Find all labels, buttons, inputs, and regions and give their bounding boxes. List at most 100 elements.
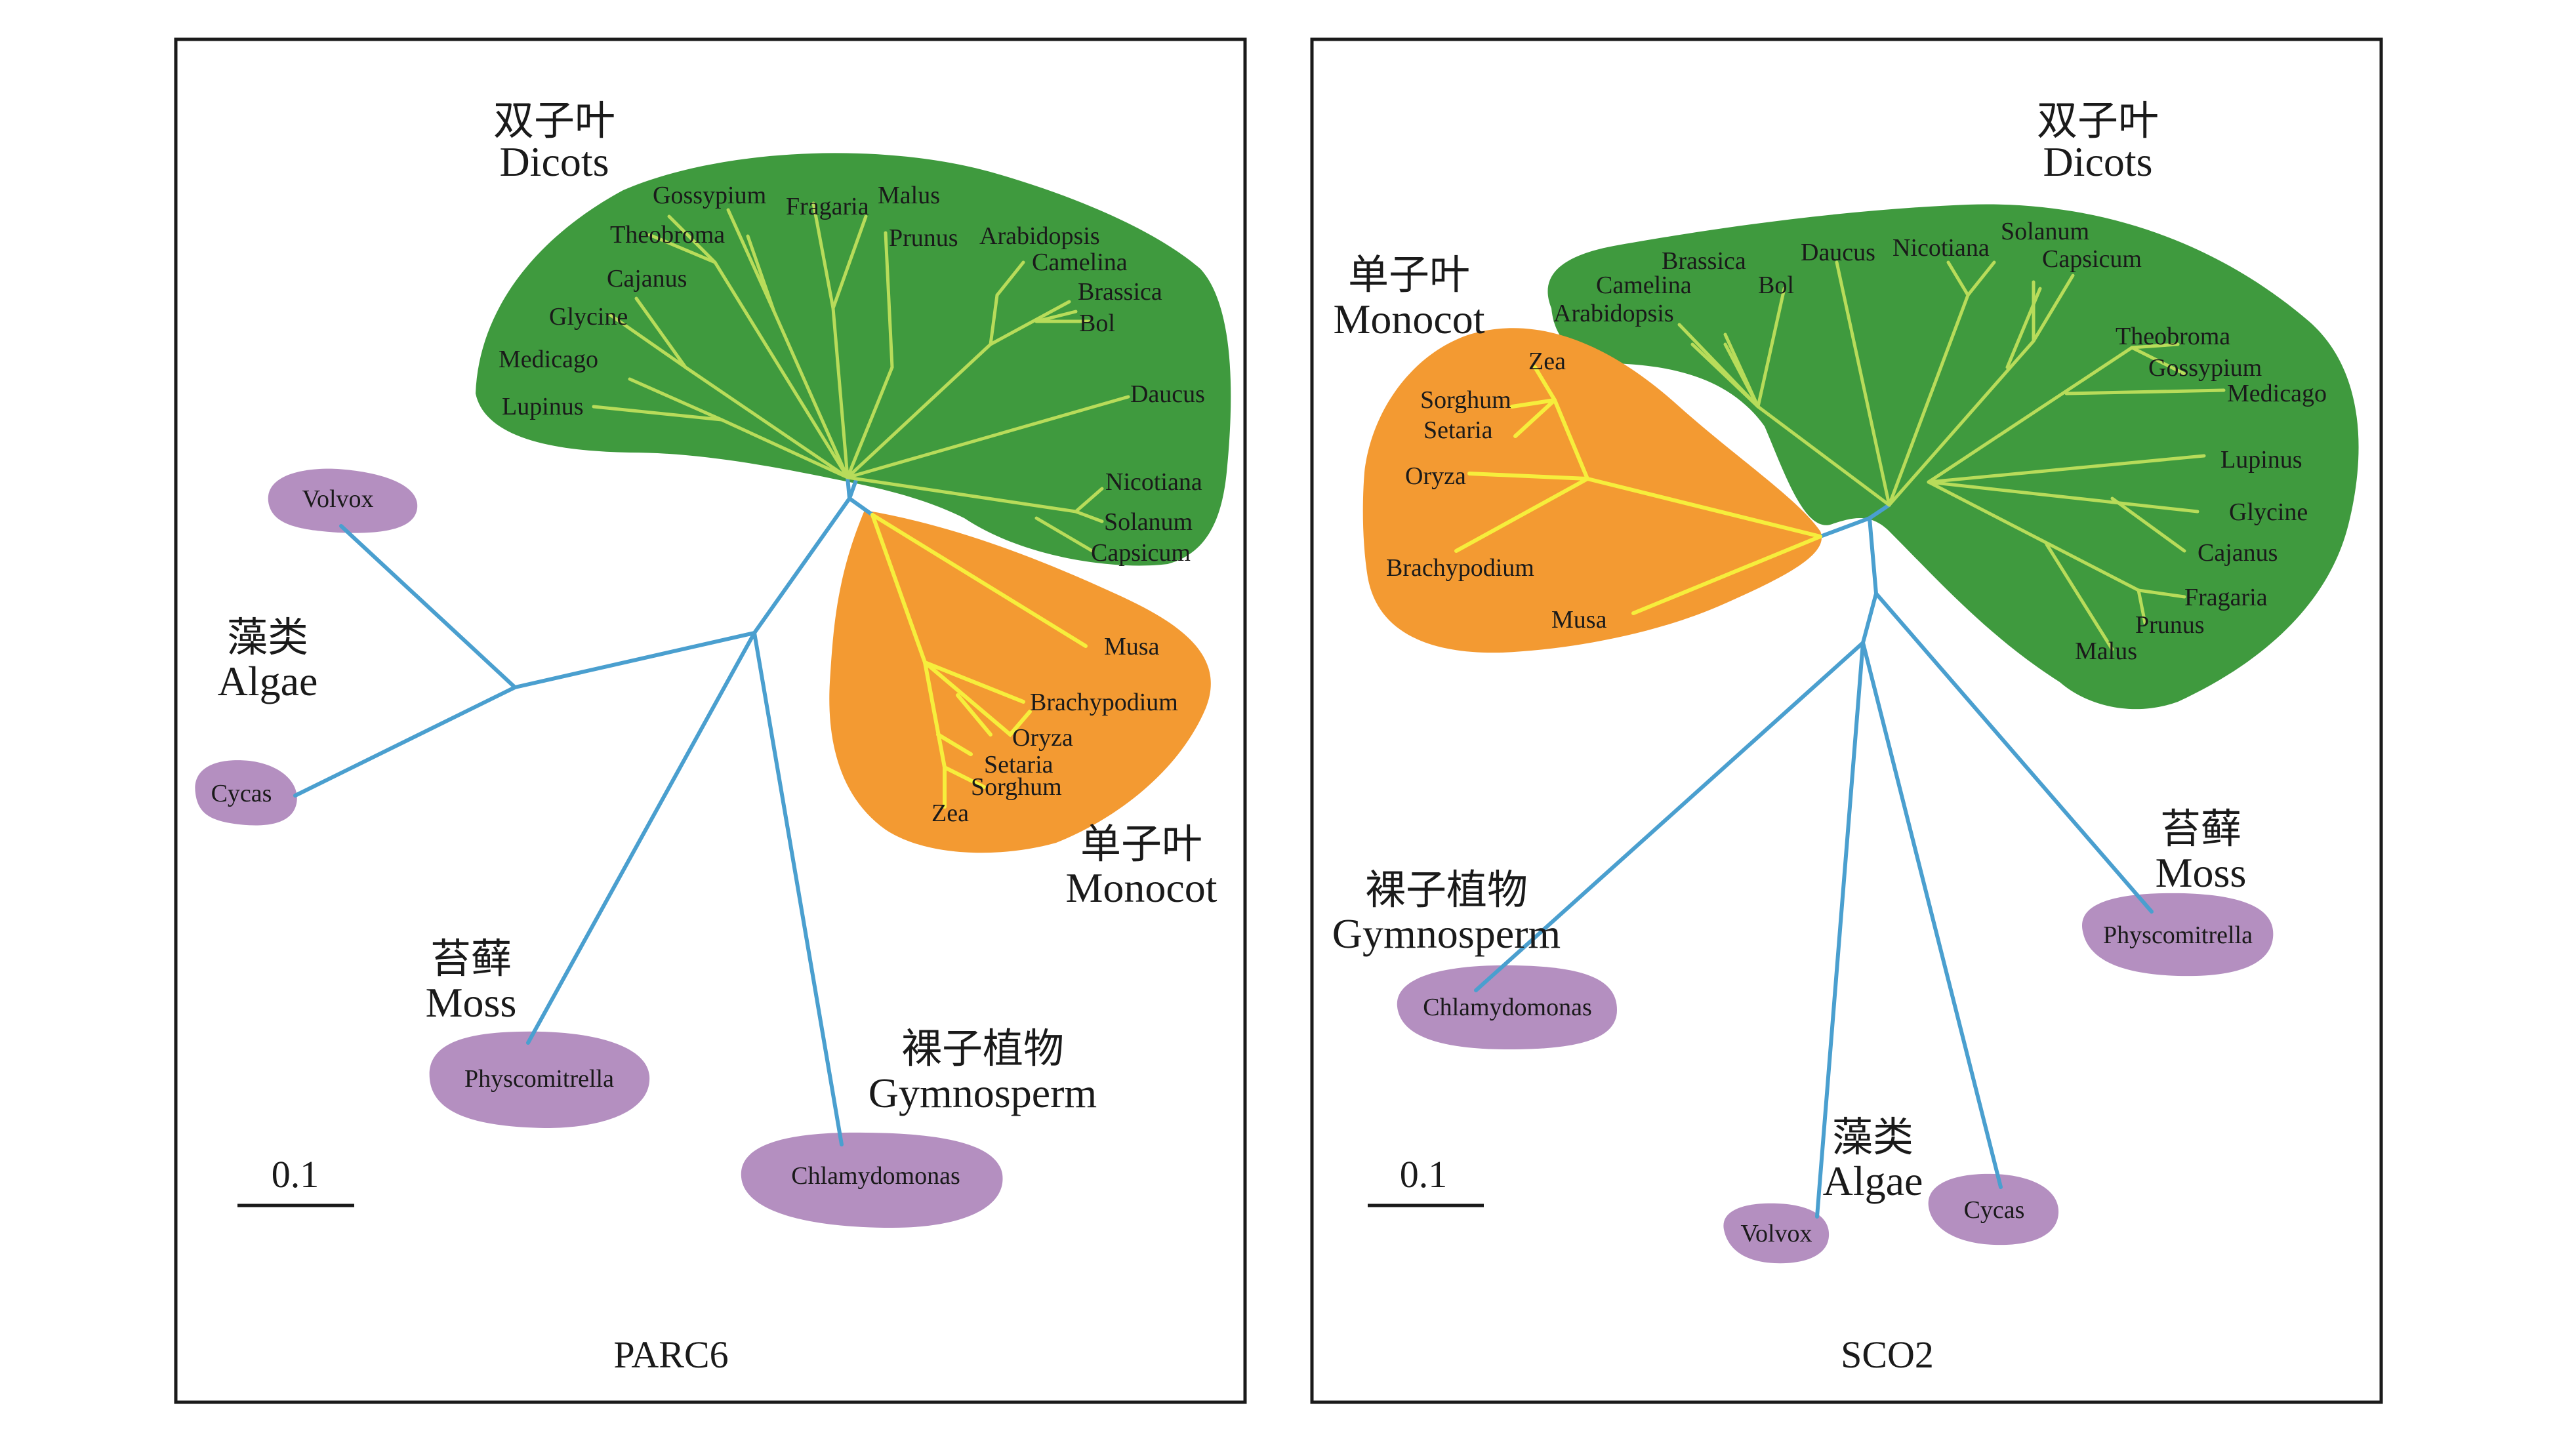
label-gymno-zh: 裸子植物 [1365, 868, 1528, 913]
leaf-label: Daucus [1801, 239, 1875, 266]
dicot-branches [1677, 260, 2226, 651]
label-monocot-zh: 单子叶 [1080, 822, 1202, 867]
scale-bar-label: 0.1 [1400, 1153, 1448, 1196]
leaf-label: Bol [1758, 272, 1794, 299]
label-monocot-zh: 单子叶 [1348, 253, 1470, 298]
leaf-label: Oryza [1405, 462, 1466, 490]
leaf-label: Musa [1551, 606, 1607, 634]
label-monocot-en: Monocot [1333, 296, 1484, 342]
leaf-label: Prunus [889, 224, 958, 252]
panel-parc6: 0.1 双子叶 Dicots 单子叶 Monocot 藻类 Algae 苔藓 M… [174, 37, 1247, 1404]
leaf-label: Brassica [1662, 247, 1746, 275]
label-dicots-en: Dicots [2043, 138, 2152, 185]
leaf-label: Brachypodium [1030, 689, 1178, 716]
label-algae-zh: 藻类 [227, 616, 308, 660]
panel-frame [1310, 37, 2383, 1404]
leaf-label: Nicotiana [1105, 468, 1202, 496]
leaf-label: Chlamydomonas [1423, 994, 1592, 1021]
dicots-clade-blob [1547, 204, 2359, 710]
monocot-branches [1454, 365, 1822, 615]
leaf-label: Camelina [1032, 249, 1128, 276]
label-gymno-en: Gymnosperm [869, 1070, 1097, 1116]
leaf-label: Capsicum [2042, 245, 2142, 273]
panel-title: SCO2 [1841, 1333, 1934, 1376]
physcomitrella-blob [429, 1031, 650, 1128]
label-algae-en: Algae [218, 658, 318, 704]
leaf-label: Theobroma [2116, 323, 2230, 350]
panel-frame [174, 37, 1247, 1404]
panel-title: PARC6 [613, 1333, 728, 1376]
leaf-label: Brachypodium [1386, 554, 1534, 582]
leaf-label: Lupinus [502, 393, 584, 420]
leaf-label: Malus [2075, 637, 2137, 665]
chlamydomonas-blob [741, 1132, 1003, 1228]
monocots-clade-blob [1362, 328, 1822, 653]
leaf-label: Musa [1104, 633, 1160, 660]
volvox-blob [268, 468, 418, 533]
leaf-label: Arabidopsis [1553, 300, 1674, 327]
leaf-label: Zea [1528, 348, 1566, 375]
scale-bar-label: 0.1 [272, 1153, 319, 1196]
leaf-label: Bol [1079, 310, 1115, 337]
leaf-label: Arabidopsis [979, 222, 1100, 250]
leaf-label: Daucus [1130, 380, 1205, 408]
leaf-label: Oryza [1012, 724, 1073, 752]
leaf-label: Setaria [984, 751, 1053, 779]
stem-branches [1474, 503, 2154, 1219]
physcomitrella-blob [2081, 893, 2274, 977]
leaf-label: Gossypium [2148, 354, 2262, 382]
leaf-label: Medicago [2227, 380, 2327, 407]
leaf-label: Sorghum [971, 773, 1062, 801]
leaf-label: Physcomitrella [2103, 921, 2253, 949]
monocot-branches [870, 513, 1088, 809]
leaf-label: Lupinus [2220, 446, 2302, 474]
monocots-clade-blob [829, 510, 1211, 853]
label-moss-zh: 苔藓 [430, 937, 512, 982]
leaf-label: Medicago [499, 346, 598, 373]
label-moss-en: Moss [2156, 849, 2247, 896]
label-dicots-en: Dicots [499, 138, 609, 185]
leaf-label: Setaria [1423, 416, 1493, 444]
cycas-blob [195, 760, 297, 826]
leaf-label: Fragaria [786, 193, 869, 220]
leaf-label: Physcomitrella [464, 1065, 614, 1093]
dicot-branches [592, 201, 1130, 553]
label-monocot-en: Monocot [1065, 864, 1217, 911]
label-moss-en: Moss [426, 979, 517, 1026]
label-algae-zh: 藻类 [1832, 1116, 1913, 1160]
leaf-label: Cajanus [2198, 539, 2278, 567]
leaf-label: Solanum [2001, 218, 2089, 245]
label-gymno-en: Gymnosperm [1332, 910, 1561, 957]
leaf-label: Glycine [2229, 498, 2308, 526]
leaf-label: Sorghum [1420, 386, 1511, 414]
stem-branches [293, 475, 874, 1146]
leaf-label: Cajanus [607, 265, 687, 293]
label-gymno-zh: 裸子植物 [901, 1027, 1064, 1072]
leaf-label: Solanum [1104, 508, 1193, 536]
leaf-label: Cycas [211, 780, 272, 807]
leaf-label: Malus [878, 182, 940, 209]
leaf-label: Volvox [302, 485, 373, 513]
leaf-label: Volvox [1740, 1220, 1812, 1247]
leaf-label: Camelina [1596, 272, 1692, 299]
chlamydomonas-blob [1397, 965, 1617, 1049]
leaf-label: Brassica [1078, 278, 1162, 306]
leaf-label: Zea [931, 799, 969, 827]
dicots-clade-blob [476, 153, 1231, 566]
leaf-label: Glycine [549, 303, 628, 331]
panel-sco2: 0.1 双子叶 Dicots 单子叶 Monocot 藻类 Algae 苔藓 M… [1310, 37, 2383, 1404]
cycas-blob [1928, 1173, 2059, 1245]
leaf-label: Gossypium [653, 182, 766, 209]
volvox-blob [1723, 1203, 1830, 1264]
label-dicots-zh: 双子叶 [2037, 99, 2159, 144]
label-dicots-zh: 双子叶 [493, 99, 615, 144]
leaf-label: Chlamydomonas [791, 1162, 960, 1190]
label-moss-zh: 苔藓 [2160, 807, 2241, 852]
leaf-label: Capsicum [1091, 539, 1191, 567]
label-algae-en: Algae [1823, 1158, 1923, 1204]
leaf-label: Fragaria [2184, 584, 2268, 611]
leaf-label: Prunus [2135, 611, 2205, 639]
leaf-label: Theobroma [610, 221, 725, 249]
leaf-label: Nicotiana [1892, 234, 1990, 262]
